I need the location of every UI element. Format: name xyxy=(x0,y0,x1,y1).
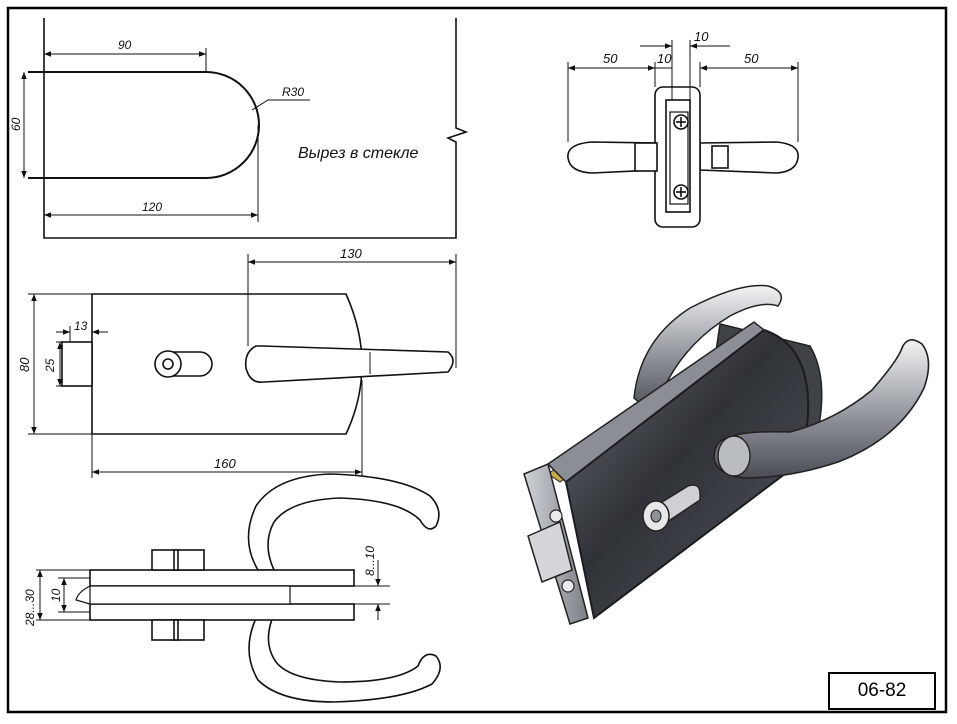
dim-side-10: 10 xyxy=(49,588,63,602)
side-view xyxy=(36,473,441,703)
dim-cutout-120: 120 xyxy=(142,200,162,214)
drawing-code-box: 06-82 xyxy=(828,672,936,710)
dim-top-left-50: 50 xyxy=(603,51,618,66)
dim-side-total: 28...30 xyxy=(23,589,37,627)
front-view xyxy=(28,254,457,478)
latch-bolt xyxy=(527,520,573,583)
dim-front-13: 13 xyxy=(74,319,88,333)
dim-top-mid-10: 10 xyxy=(657,51,672,66)
dim-cutout-90: 90 xyxy=(118,38,132,52)
cutout-caption: Вырез в стекле xyxy=(298,145,419,162)
isometric-lock-render xyxy=(523,284,930,625)
sheet-border xyxy=(6,6,948,714)
dim-front-80: 80 xyxy=(17,357,32,372)
dim-front-130: 130 xyxy=(340,246,362,261)
dim-top-right-50: 50 xyxy=(744,51,759,66)
dim-front-160: 160 xyxy=(214,456,236,471)
dim-cutout-60: 60 xyxy=(9,117,23,131)
dim-top-10: 10 xyxy=(694,29,709,44)
dim-front-25: 25 xyxy=(43,358,57,373)
dim-cutout-radius: R30 xyxy=(282,85,304,99)
glass-cutout-view xyxy=(21,18,469,239)
top-view xyxy=(567,40,799,228)
dim-side-glass: 8...10 xyxy=(363,546,377,576)
